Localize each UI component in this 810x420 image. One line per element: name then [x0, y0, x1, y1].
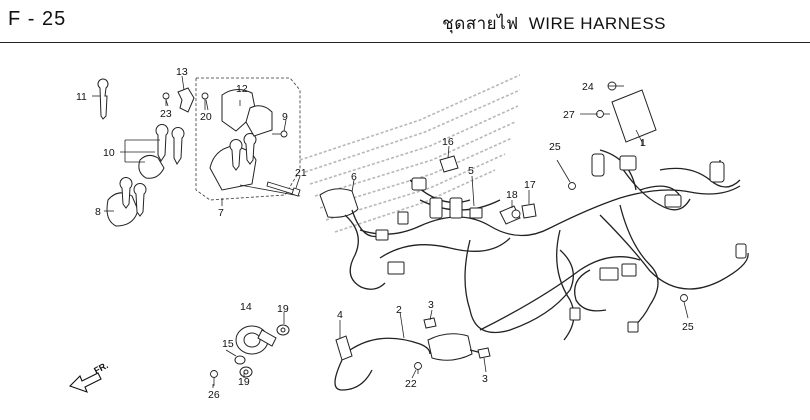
callout-leaders [92, 85, 643, 388]
callout-21: 21 [295, 167, 307, 179]
callout-3-lower: 3 [482, 373, 488, 385]
washer-part-19-upper [276, 324, 290, 336]
bolt-part-22 [414, 362, 422, 374]
horn-part-14 [235, 325, 277, 355]
callout-13: 13 [176, 66, 188, 78]
callout-24: 24 [582, 81, 594, 93]
bolt-part-26 [210, 370, 218, 386]
callout-8: 8 [95, 206, 101, 218]
callout-11: 11 [76, 91, 87, 103]
collar-part-15 [234, 355, 246, 365]
callout-12: 12 [236, 83, 248, 95]
callout-15: 15 [222, 338, 234, 350]
callout-19-upper: 19 [277, 303, 289, 315]
callout-23: 23 [160, 108, 172, 120]
callout-9: 9 [282, 111, 288, 123]
callout-25-lower: 25 [682, 321, 694, 333]
control-unit-part-1 [611, 89, 657, 146]
wing-logo-watermark [299, 74, 521, 233]
direction-label: FR. [92, 360, 109, 376]
page-title: ชุดสายไฟ WIRE HARNESS [442, 10, 666, 37]
callout-2: 2 [396, 304, 402, 316]
key-set-part-10 [120, 124, 185, 179]
washer-part-19-lower [239, 366, 253, 378]
callout-14: 14 [240, 301, 252, 313]
page-code: F - 25 [8, 8, 67, 30]
screw-part-23 [162, 92, 170, 106]
callout-27: 27 [563, 109, 575, 121]
callout-4: 4 [337, 309, 343, 321]
callout-5: 5 [468, 165, 474, 177]
callout-3-upper: 3 [428, 299, 434, 311]
grommet-part-17 [521, 203, 537, 219]
callout-19-lower: 19 [238, 376, 250, 388]
callout-22: 22 [405, 378, 417, 390]
callout-26: 26 [208, 389, 220, 401]
callout-6: 6 [351, 171, 357, 183]
callout-16: 16 [442, 136, 454, 148]
bolt-part-25-upper [556, 159, 576, 190]
callout-17: 17 [524, 179, 536, 191]
callout-1: 1 [640, 137, 646, 149]
screw-part-27 [596, 110, 610, 118]
callout-numbers: 1 2 3 3 4 5 6 7 8 9 10 11 12 13 14 15 16… [76, 66, 694, 401]
front-direction-indicator: FR. [68, 360, 110, 393]
callout-7: 7 [218, 207, 224, 219]
lock-set-part-8 [104, 177, 147, 227]
plug-cap-part-4 [334, 335, 373, 391]
bolt-part-9 [272, 130, 288, 138]
bolt-part-20 [201, 92, 209, 110]
header-rule [0, 42, 810, 43]
callout-10: 10 [103, 147, 115, 159]
callout-20: 20 [200, 111, 212, 123]
bolt-part-25-lower [680, 294, 689, 319]
title-english: WIRE HARNESS [528, 14, 666, 33]
wire-harness-part-5 [359, 149, 749, 341]
clip-part-13 [177, 75, 195, 113]
header: F - 25 ชุดสายไฟ WIRE HARNESS [0, 0, 810, 43]
ignition-coil-part-2 [349, 311, 487, 361]
clip-part-3-lower [477, 347, 491, 359]
title-thai: ชุดสายไฟ [442, 14, 519, 34]
callout-25-upper: 25 [549, 141, 561, 153]
key-part-11 [97, 78, 109, 120]
connector-part-16 [439, 155, 459, 173]
bolt-part-21 [266, 181, 301, 197]
callout-18: 18 [506, 189, 518, 201]
ignition-assembly-part-7 [195, 77, 301, 206]
connector-part-6 [319, 188, 386, 290]
plug-part-18 [499, 205, 521, 225]
